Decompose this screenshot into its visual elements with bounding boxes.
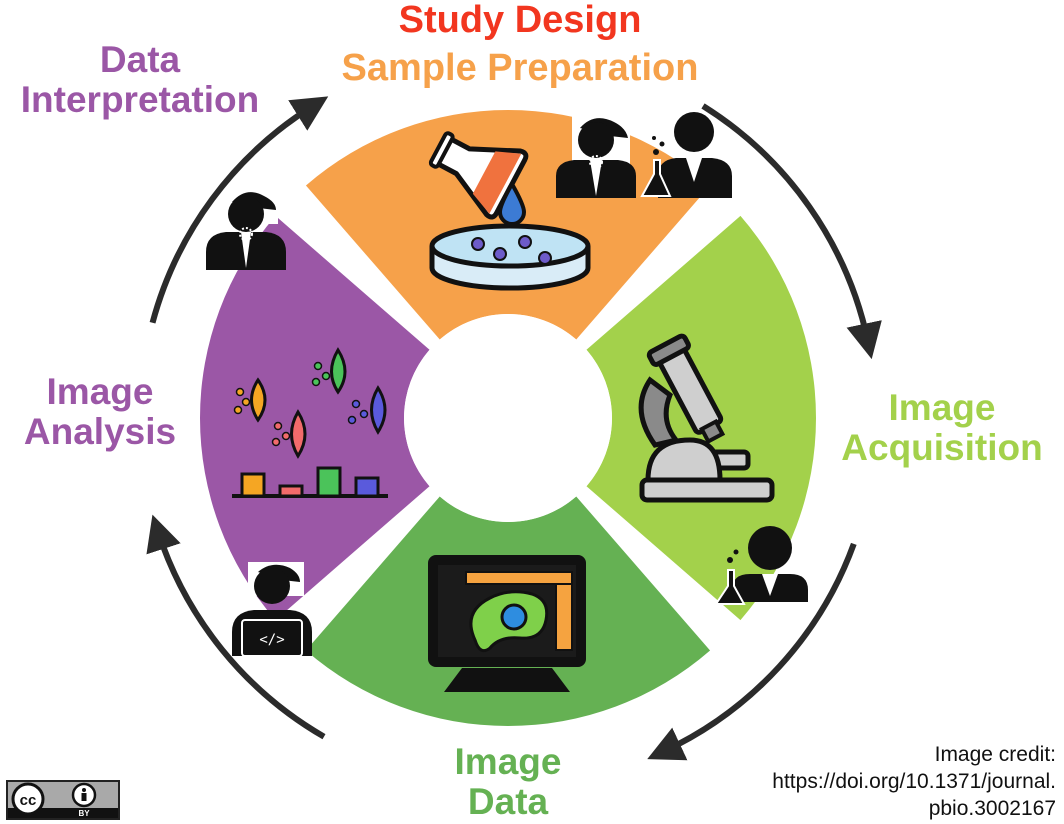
label-line: Image — [888, 387, 996, 428]
label-sample-preparation-text: Sample Preparation — [341, 47, 699, 89]
cycle-arrow-top-left — [149, 96, 329, 324]
cc-logo-icon — [11, 782, 45, 816]
monitor-cell-image-icon — [428, 555, 586, 692]
label-line: Data — [99, 39, 181, 80]
label-line: Analysis — [23, 410, 177, 452]
bar-chart-icon — [232, 466, 388, 498]
label-line: Data — [467, 780, 549, 822]
segment-image-analysis — [200, 215, 430, 621]
label-line: Image — [454, 741, 562, 782]
label-line: Acquisition — [841, 426, 1043, 468]
cycle-arrow-bottom-left — [146, 514, 326, 740]
label-study-design-text: Study Design — [398, 0, 642, 41]
scientist-man-flask-icon — [640, 112, 732, 198]
cc-logo-text: cc — [20, 792, 37, 809]
scientist-man-flask-icon — [714, 526, 808, 605]
label-image-analysis: Image Analysis — [0, 372, 200, 452]
ring-center-hole — [404, 314, 612, 522]
scientist-woman-icon — [556, 116, 636, 198]
programmer-laptop-icon: </> — [232, 562, 312, 657]
by-text: BY — [78, 809, 90, 818]
credit-line: pbio.3002167 — [928, 796, 1056, 820]
distribution-plots-icon — [233, 347, 387, 459]
cycle-arrow-top-right — [701, 103, 882, 360]
cc-by-badge: cc BY — [6, 780, 120, 820]
image-credit: Image credit: https://doi.org/10.1371/jo… — [772, 742, 1056, 823]
label-image-data: Image Data — [400, 742, 616, 822]
label-line: Interpretation — [20, 78, 260, 120]
scientist-woman-icon — [206, 190, 286, 270]
label-data-interpretation: Data Interpretation — [0, 40, 280, 120]
label-image-acquisition: Image Acquisition — [820, 388, 1064, 468]
svg-text:</>: </> — [259, 632, 284, 648]
label-line: Image — [46, 371, 154, 412]
label-sample-preparation: Sample Preparation — [300, 47, 740, 89]
credit-line: https://doi.org/10.1371/journal. — [772, 769, 1056, 793]
cycle-arrow-bottom-right — [647, 542, 857, 761]
credit-line: Image credit: — [934, 743, 1056, 766]
microscope-icon — [638, 333, 775, 503]
label-study-design: Study Design — [360, 0, 680, 41]
petri-dish-icon — [429, 223, 591, 291]
